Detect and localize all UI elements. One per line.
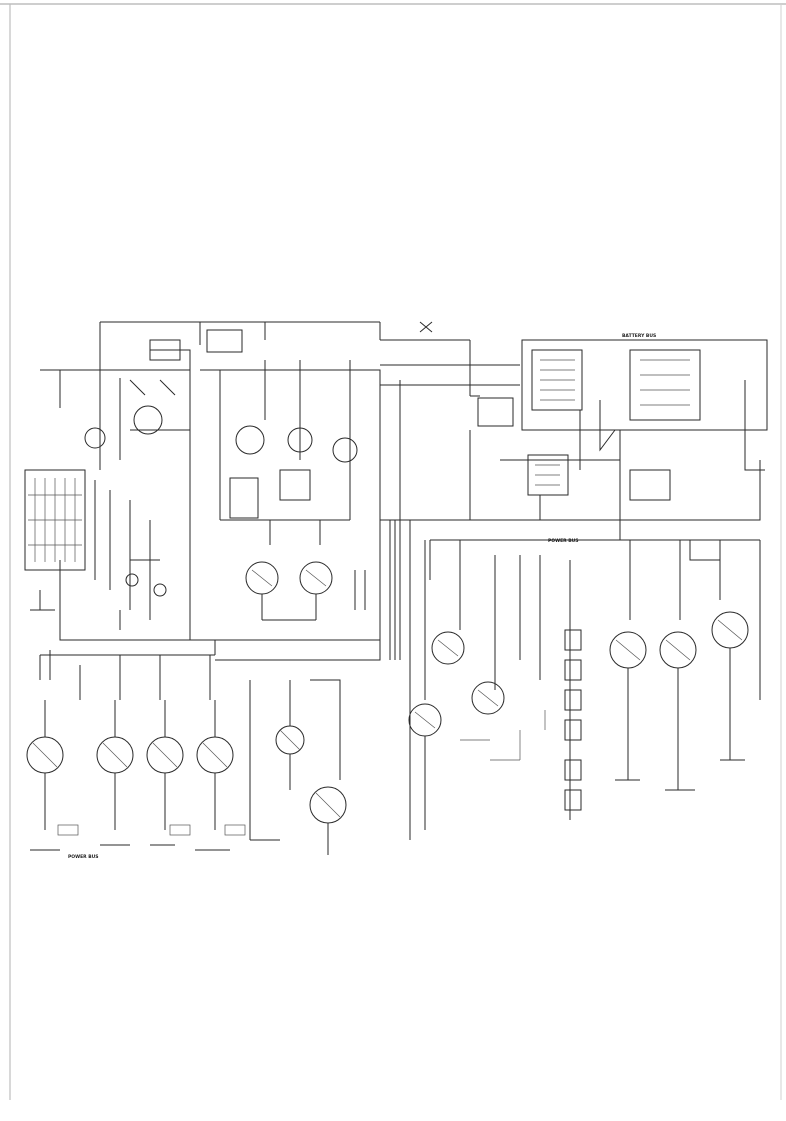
power-bus-center-label: POWER BUS bbox=[548, 538, 579, 544]
right-motor-section bbox=[609, 539, 761, 791]
lower-left-power-bus: POWER BUS bbox=[26, 640, 381, 860]
battery-bus-section: BATTERY BUS bbox=[380, 333, 768, 521]
battery-bus-label: BATTERY BUS bbox=[622, 333, 656, 339]
sheet-border bbox=[0, 3, 786, 1100]
upper-left-circuit bbox=[24, 321, 471, 641]
upper-center-circuit bbox=[200, 360, 381, 640]
power-bus-left-label: POWER BUS bbox=[68, 854, 99, 860]
center-power-bus: POWER BUS bbox=[380, 519, 760, 840]
